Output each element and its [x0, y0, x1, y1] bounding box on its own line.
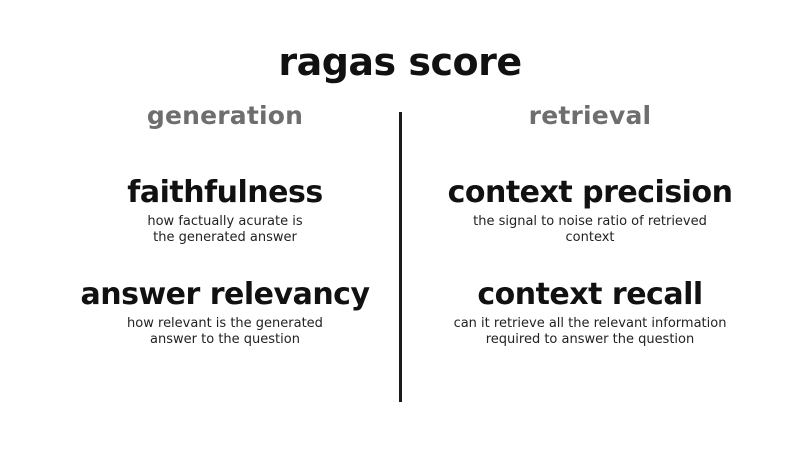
metric-answer-relevancy: answer relevancy how relevant is the gen… — [25, 276, 425, 348]
metric-name: faithfulness — [127, 175, 323, 210]
column-generation: generation faithfulness how factually ac… — [25, 100, 425, 348]
metric-name: context precision — [447, 175, 733, 210]
metric-name: context recall — [477, 277, 703, 312]
metric-description: the signal to noise ratio of retrieved c… — [473, 214, 707, 245]
column-retrieval: retrieval context precision the signal t… — [390, 100, 790, 348]
page-title: ragas score — [278, 40, 522, 84]
metric-context-precision: context precision the signal to noise ra… — [390, 174, 790, 246]
column-header-generation: generation — [146, 101, 304, 130]
metric-name: answer relevancy — [80, 277, 370, 312]
metric-description: how factually acurate is the generated a… — [147, 214, 303, 245]
metric-context-recall: context recall can it retrieve all the r… — [390, 276, 790, 348]
metric-description: can it retrieve all the relevant informa… — [453, 316, 727, 347]
metric-description: how relevant is the generated answer to … — [127, 316, 323, 347]
metric-faithfulness: faithfulness how factually acurate is th… — [25, 174, 425, 246]
divider-line — [399, 112, 402, 402]
column-header-retrieval: retrieval — [528, 101, 652, 130]
